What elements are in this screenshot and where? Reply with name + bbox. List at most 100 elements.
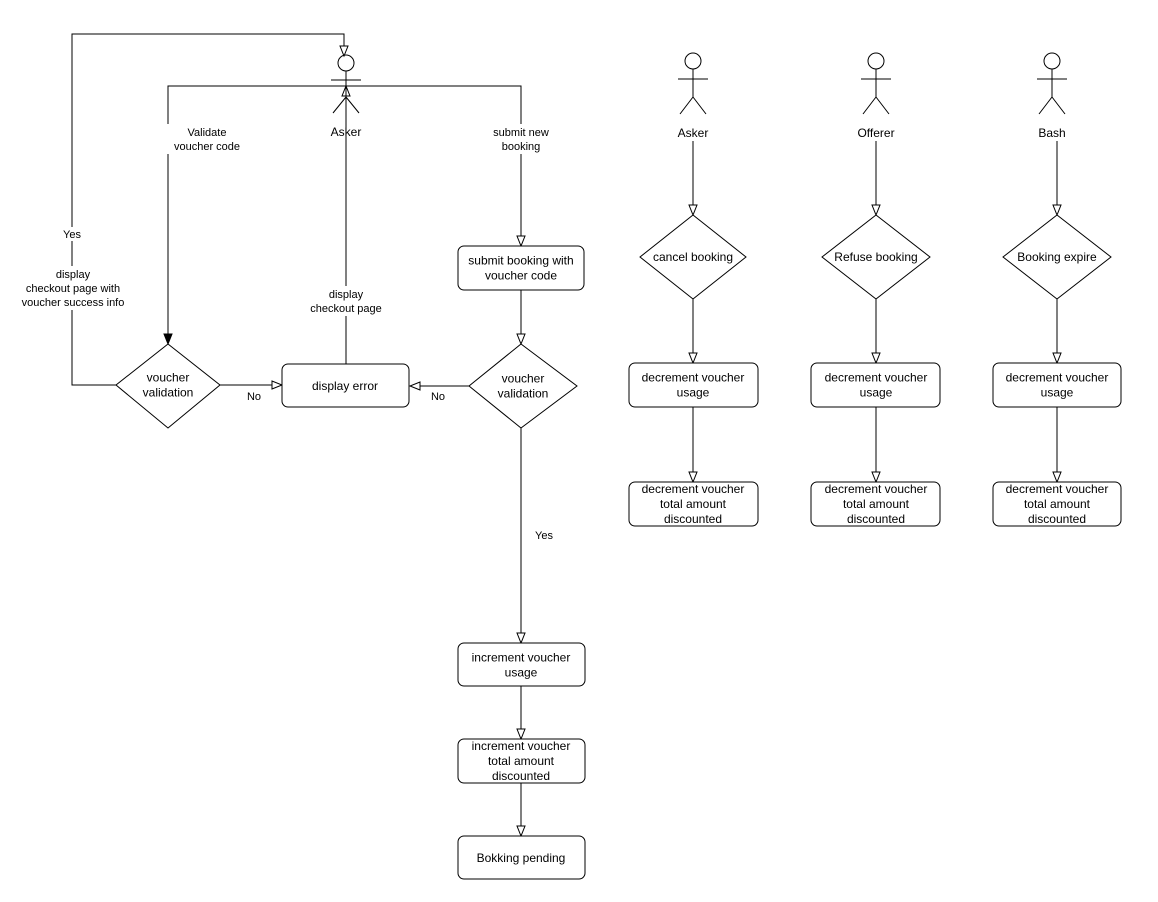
label-line: total amount	[488, 754, 555, 768]
label-background	[164, 124, 242, 154]
label-line: usage	[1041, 386, 1074, 400]
arrowhead-asker-top	[339, 45, 349, 58]
label-line: cancel booking	[653, 250, 733, 264]
node-booking-expire: Booking expire	[1002, 214, 1112, 300]
label-line: Refuse booking	[834, 250, 917, 264]
edge-asker-to-submit	[344, 85, 522, 236]
arrowhead-right-diamond	[516, 333, 526, 346]
label-line: decrement voucher	[642, 482, 745, 496]
decision-diamond	[468, 343, 578, 429]
label-line: voucher	[147, 371, 190, 385]
arrowhead-bash-usage	[1052, 352, 1062, 365]
decision-diamond	[1002, 214, 1112, 300]
edge-label-yes-left: Yes	[60, 227, 84, 241]
label-line: validation	[143, 386, 194, 400]
label-line: submit booking with	[468, 254, 573, 268]
label-line: discounted	[492, 769, 550, 783]
process-box	[992, 362, 1122, 408]
label-line: increment voucher	[472, 739, 571, 753]
decision-diamond	[115, 343, 221, 429]
node-label: display error	[312, 379, 378, 393]
decision-diamond	[821, 214, 931, 300]
actor-body-icon	[678, 69, 708, 115]
label-line: discounted	[847, 512, 905, 526]
arrowhead-asker-total	[688, 471, 698, 484]
actor-body-icon	[1037, 69, 1067, 115]
actor-offerer: Offerer	[857, 52, 895, 140]
label-background	[60, 227, 84, 241]
actor-body-icon	[331, 71, 361, 114]
node-label: Bokking pending	[477, 851, 566, 865]
label-line: discounted	[1028, 512, 1086, 526]
process-box	[810, 362, 941, 408]
edge-label-text: Yes	[535, 530, 553, 542]
arrowhead-offerer-usage	[871, 352, 881, 365]
actor-head-icon	[337, 54, 355, 72]
label-background	[244, 389, 264, 403]
label-line: Bokking pending	[477, 851, 566, 865]
label-line: decrement voucher	[1006, 371, 1109, 385]
arrowhead-increment-usage	[516, 632, 526, 645]
label-background	[489, 124, 553, 154]
arrowhead-booking-expire	[1052, 204, 1062, 217]
process-box	[457, 642, 586, 687]
arrowhead-submit-booking	[516, 235, 526, 248]
label-line: Yes	[63, 229, 81, 241]
label-line: display error	[312, 379, 378, 393]
edge-label-no-right: No	[428, 389, 448, 403]
label-line: voucher code	[174, 141, 240, 153]
label-line: voucher	[502, 372, 545, 386]
arrowhead-booking-pending	[516, 825, 526, 838]
label-background	[302, 286, 390, 316]
actor-label: Offerer	[857, 126, 894, 140]
label-line: total amount	[843, 497, 910, 511]
arrowhead-error-left	[271, 380, 284, 390]
arrowhead-left-diamond	[163, 333, 173, 346]
actor-asker: Asker	[678, 52, 708, 140]
label-background	[428, 389, 448, 403]
label-background	[16, 266, 130, 310]
arrowhead-asker-usage	[688, 352, 698, 365]
edge-yes-loop-to-asker	[71, 33, 345, 386]
edge-label-yes-right: Yes	[531, 528, 557, 542]
label-line: checkout page	[310, 303, 382, 315]
edge-asker-to-validate	[167, 85, 344, 334]
label-line: total amount	[660, 497, 727, 511]
process-box	[628, 481, 759, 527]
node-label: Refuse booking	[834, 250, 917, 264]
label-line: total amount	[1024, 497, 1091, 511]
process-box	[281, 363, 410, 408]
label-line: display	[56, 269, 91, 281]
label-line: Validate	[188, 127, 227, 139]
process-box	[810, 481, 941, 527]
node-refuse-booking: Refuse booking	[821, 214, 931, 300]
label-line: No	[431, 391, 445, 403]
edge-label-text: Yes	[63, 229, 81, 241]
actor-head-icon	[684, 52, 702, 70]
label-line: discounted	[664, 512, 722, 526]
label-line: Yes	[535, 530, 553, 542]
label-line: No	[247, 391, 261, 403]
label-background	[531, 528, 557, 542]
